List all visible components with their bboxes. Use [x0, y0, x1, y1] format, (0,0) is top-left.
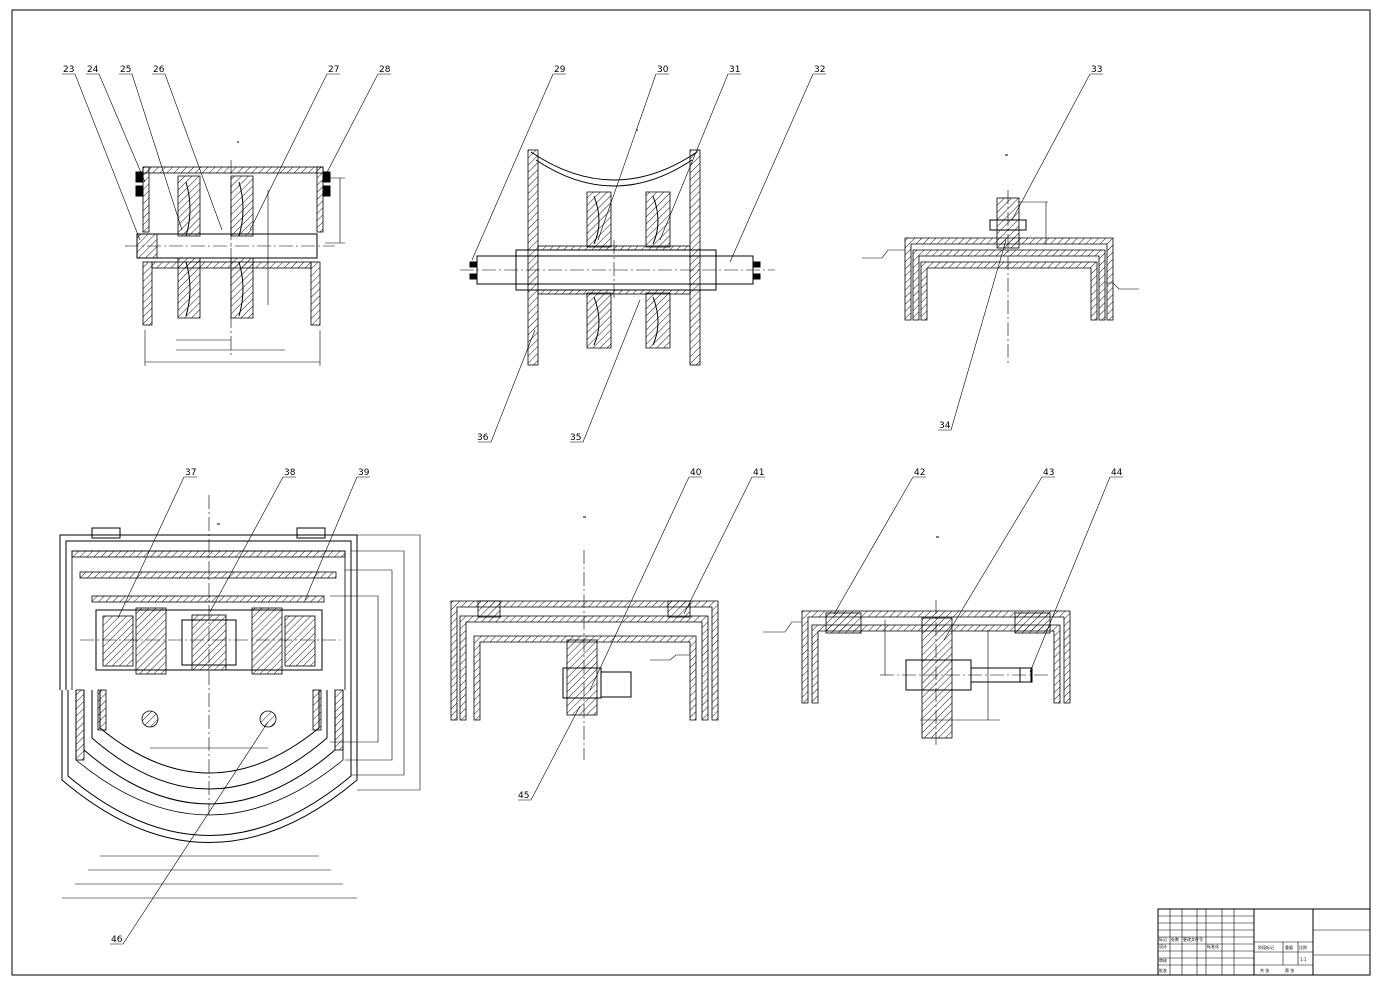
view-roller-frame [460, 129, 775, 366]
part-label-26: 26 [153, 65, 165, 75]
tb-stage: 阶段标记 [1258, 944, 1274, 950]
part-label-32: 32 [814, 65, 825, 75]
view-rail-section [862, 154, 1139, 365]
view-u-frame [59, 495, 421, 899]
part-label-24: 24 [87, 65, 99, 75]
leaders-view-4 [110, 476, 370, 945]
part-label-27: 27 [328, 65, 339, 75]
sheet-border [11, 9, 1371, 976]
tb-scale: 比例 [1299, 944, 1307, 950]
part-number-labels: 23 24 25 26 27 28 29 30 31 32 33 34 35 3… [63, 65, 1123, 945]
part-label-38: 38 [284, 468, 296, 478]
tb-standard: 标准化 [1207, 943, 1219, 949]
part-label-29: 29 [554, 65, 566, 75]
part-label-43: 43 [1043, 468, 1054, 478]
part-label-23: 23 [63, 65, 74, 75]
leaders-view-5 [518, 476, 765, 801]
leaders-view-2 [471, 73, 826, 443]
leaders-view-3 [938, 73, 1103, 431]
tb-sheet-no: 第 张 [1285, 967, 1294, 973]
part-label-44: 44 [1111, 468, 1123, 478]
tb-count: 处数 [1171, 936, 1179, 942]
part-label-37: 37 [185, 468, 196, 478]
part-label-30: 30 [657, 65, 669, 75]
part-label-28: 28 [379, 65, 391, 75]
tb-mark: 标记 [1159, 936, 1167, 942]
part-label-33: 33 [1091, 65, 1102, 75]
tb-scale-value: 1:1 [1300, 957, 1307, 962]
tb-approve: 批准 [1159, 967, 1167, 973]
part-label-35: 35 [570, 433, 581, 443]
tb-change-doc: 更改文件号 [1183, 936, 1203, 942]
tb-sheets-total: 共 张 [1260, 967, 1269, 973]
view-guide-frame [450, 516, 719, 760]
tb-review: 审核 [1159, 957, 1167, 963]
part-label-34: 34 [939, 421, 951, 431]
part-label-41: 41 [753, 468, 764, 478]
part-label-45: 45 [518, 791, 529, 801]
part-label-39: 39 [358, 468, 370, 478]
view-drive-frame [763, 536, 1071, 745]
leaders-view-6 [833, 476, 1123, 673]
part-label-36: 36 [477, 433, 489, 443]
part-label-40: 40 [690, 468, 702, 478]
part-label-46: 46 [111, 935, 123, 945]
part-label-31: 31 [729, 65, 740, 75]
leaders-view-1 [62, 73, 391, 241]
tb-design: 设计 [1159, 943, 1167, 949]
tb-weight: 重量 [1285, 944, 1293, 950]
title-block: 标记 处数 更改文件号 设计 标准化 审核 批准 阶段标记 重量 比例 1:1 … [1157, 908, 1371, 976]
view-wheel-assembly-1 [125, 141, 345, 366]
part-label-42: 42 [914, 468, 925, 478]
part-label-25: 25 [120, 65, 131, 75]
